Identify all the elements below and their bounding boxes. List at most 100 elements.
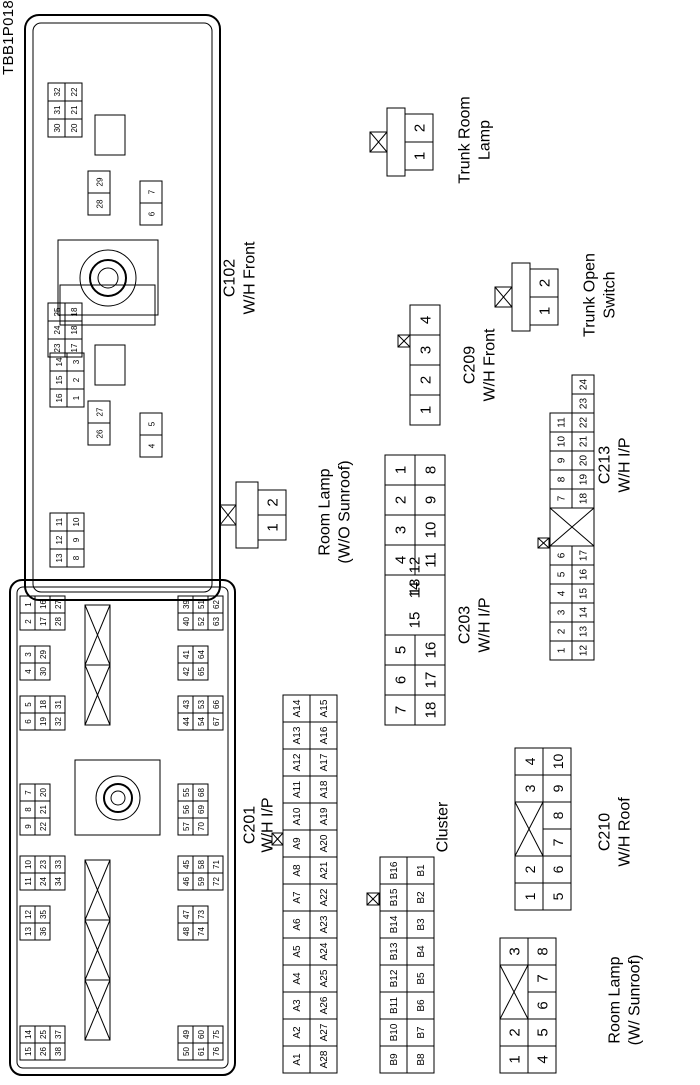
c102-bolt [97,267,119,289]
a-pin: A22 [319,888,330,906]
c102-pin: 17 [70,343,79,352]
a-key [271,832,284,846]
c210-pin: 5 [550,892,566,900]
tos-name: Trunk Open [582,253,599,337]
c203-pin: 8 [423,466,440,474]
c201-pin: 66 [212,700,221,709]
c203-pin: 5 [393,646,410,654]
pin-cell [409,304,441,336]
c201-pin: 35 [39,910,48,919]
c201-pin: 53 [197,700,206,709]
c213-pin: 11 [557,417,568,428]
rl2-name: Room Lamp [317,468,334,555]
c102-center [57,239,159,316]
c213-pin: 22 [579,417,590,429]
c201-pin: 9 [24,824,33,829]
c102-pin: 29 [96,177,105,186]
c201-pin: 30 [39,667,48,676]
x-mark [84,859,111,921]
c201-pin: 68 [197,788,206,797]
x-mark [84,979,111,1041]
a-pin: A19 [319,807,330,825]
c201-pin: 54 [197,717,206,726]
rl-pin: 6 [535,1001,552,1009]
pin-cell [207,1025,224,1044]
c213-pin: 7 [557,495,568,501]
c213-pin: 18 [579,493,590,505]
rl-pin: 1 [507,1055,524,1063]
x-mark [84,604,111,666]
c201-id: C201 [242,806,259,844]
trl-key [369,131,388,153]
a-pin: A10 [292,807,303,825]
rl-pin: 4 [535,1055,552,1063]
c201-pin: 59 [197,877,206,886]
c201-pin: 57 [182,822,191,831]
x-mark [549,507,595,547]
trl-pin: 1 [412,152,429,160]
c201-pin: 41 [182,650,191,659]
c213-pin: 4 [557,590,568,596]
c203-pin: 4 [393,556,410,564]
c201-pin: 50 [182,1047,191,1056]
b-pin: B16 [389,861,400,879]
c102-pin: 15 [55,375,64,384]
pin-cell [49,595,66,614]
pin-cell [257,489,287,516]
c201-pin: 8 [24,807,33,812]
rl-name: Room Lamp [607,956,624,1043]
b-pin: B9 [389,1053,400,1066]
c102-pin: 1 [72,395,81,400]
c201-pin: 48 [182,927,191,936]
c203-pin: 16 [423,642,440,659]
b-pin: B8 [416,1053,427,1066]
c203-pin: 15 [407,612,424,629]
c201-pin: 72 [212,877,221,886]
c102-housing [24,14,221,601]
a-pin: A11 [292,781,303,798]
pin-cell [192,783,209,802]
pin-cell [207,595,224,614]
c209-key [397,334,411,348]
pin-cell [87,170,111,194]
a-pin: A12 [292,753,303,771]
c201-pin: 21 [39,805,48,814]
c203-name: W/H I/P [477,597,494,652]
b-pin: B2 [416,891,427,904]
keyed-cell [84,979,111,1041]
c201-pin: 17 [39,617,48,626]
c210-name: W/H Roof [617,797,634,867]
rl2-note: (W/O Sunroof) [337,460,354,563]
c213-pin: 3 [557,609,568,615]
b-pin: B3 [416,918,427,931]
c201-bolt [110,790,126,806]
trl-name: Trunk Room [457,96,474,183]
pin-cell [406,856,435,885]
c210-pin: 3 [522,784,538,792]
b-pin: B15 [389,888,400,906]
c201-pin: 40 [182,617,191,626]
pin-cell [192,645,209,664]
c213-pin: 24 [579,379,590,391]
c201-pin: 36 [39,927,48,936]
c201-pin: 55 [182,788,191,797]
c201-pin: 11 [24,877,33,886]
a-pin: A18 [319,780,330,798]
rl-note: (W/ Sunroof) [627,955,644,1046]
c201-pin: 71 [212,860,221,869]
c203-pin: 14 [407,582,424,599]
c201-pin: 2 [24,619,33,624]
b-pin: B1 [416,864,427,877]
a-pin: A8 [292,864,303,877]
c201-pin: 51 [197,600,206,609]
c213-pin: 2 [557,628,568,634]
c102-pin: 26 [96,429,105,438]
c209-pin: 2 [418,376,435,384]
c102-key [94,344,126,386]
a-pin: A14 [292,699,303,717]
x-mark [84,664,111,726]
c210-pin: 8 [550,811,566,819]
b-pin: B7 [416,1026,427,1039]
c213-key [537,537,550,549]
c201-pin: 19 [39,717,48,726]
